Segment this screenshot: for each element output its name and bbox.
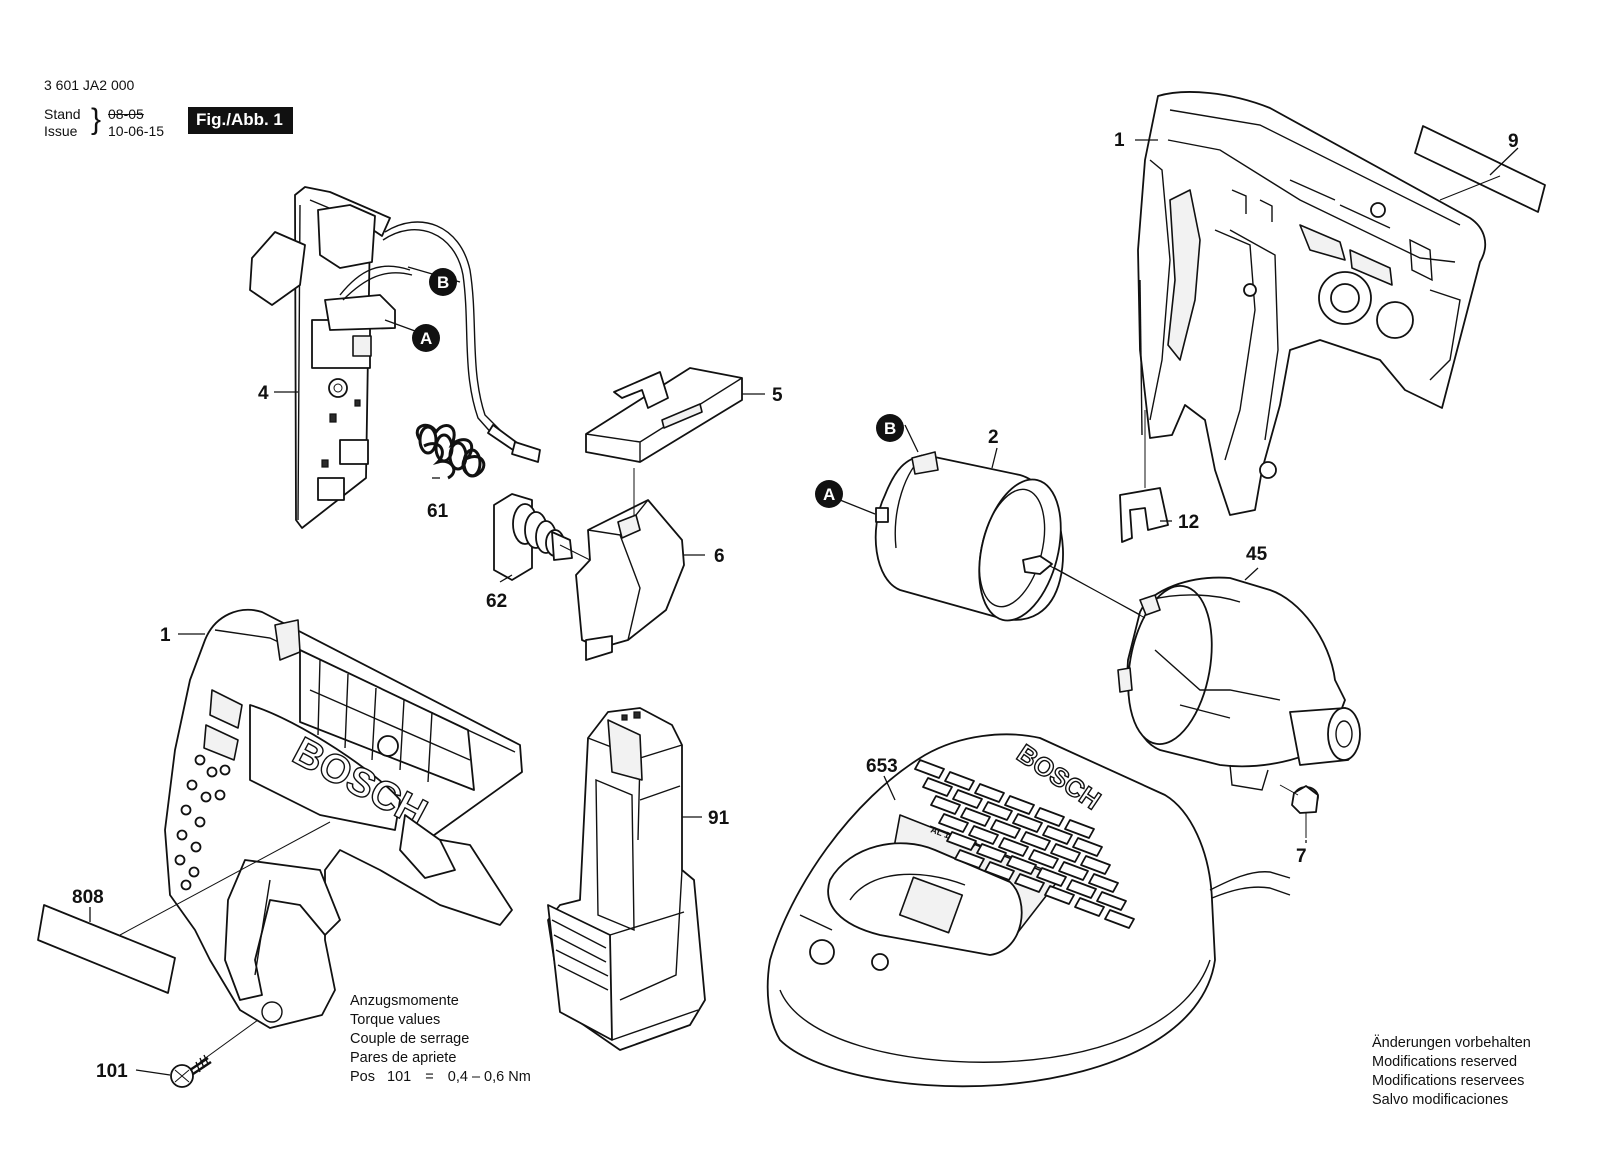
callout-91: 91 bbox=[708, 808, 730, 829]
callout-62: 62 bbox=[486, 591, 507, 612]
callout-1-top: 1 bbox=[1114, 130, 1125, 151]
housing-vent-holes bbox=[174, 754, 231, 891]
pos-label: Pos bbox=[350, 1069, 375, 1085]
callout-653: 653 bbox=[866, 756, 898, 777]
modifications-note: Änderungen vorbehalten Modifications res… bbox=[1372, 1034, 1531, 1110]
housing-half-top-right bbox=[1137, 91, 1487, 516]
mod-line-en: Modifications reserved bbox=[1372, 1054, 1518, 1070]
issue-date: 10-06-15 bbox=[108, 123, 165, 139]
button-7-part bbox=[1279, 784, 1319, 838]
callout-4: 4 bbox=[258, 383, 269, 404]
marker-b-motor: B bbox=[876, 414, 904, 442]
callout-101: 101 bbox=[96, 1061, 128, 1082]
charger-part: BOSCH AL 1115 CV bbox=[766, 733, 1291, 1088]
issue-label: Issue bbox=[44, 123, 78, 139]
stand-date: 08-05 bbox=[108, 106, 144, 122]
pos-equals: = bbox=[425, 1069, 434, 1085]
charger-vent-grid bbox=[914, 759, 1135, 929]
doc-number: 3 601 JA2 000 bbox=[44, 77, 135, 93]
mod-line-de: Änderungen vorbehalten bbox=[1372, 1035, 1531, 1051]
stand-label: Stand bbox=[44, 106, 81, 122]
cover-5-part bbox=[585, 367, 743, 463]
mod-line-fr: Modifications reservees bbox=[1372, 1073, 1525, 1089]
callout-7: 7 bbox=[1296, 846, 1307, 867]
svg-text:B: B bbox=[884, 419, 896, 438]
callout-5: 5 bbox=[772, 385, 783, 406]
callout-45: 45 bbox=[1246, 544, 1268, 565]
svg-text:A: A bbox=[420, 329, 432, 348]
gear-head-part bbox=[1117, 576, 1361, 791]
torque-line-en: Torque values bbox=[350, 1012, 441, 1028]
marker-a-upper: A bbox=[412, 324, 440, 352]
callout-12: 12 bbox=[1178, 512, 1199, 533]
label-808-part bbox=[37, 904, 176, 994]
switch-board-part bbox=[249, 186, 541, 529]
bellows-part bbox=[493, 493, 573, 581]
svg-text:B: B bbox=[437, 273, 449, 292]
torque-range: 0,4 – 0,6 Nm bbox=[447, 1069, 531, 1085]
label-9-part bbox=[1414, 125, 1546, 213]
torque-note: Anzugsmomente Torque values Couple de se… bbox=[350, 992, 531, 1087]
battery-part bbox=[547, 707, 706, 1051]
torque-line-es: Pares de apriete bbox=[350, 1050, 457, 1066]
mod-line-es: Salvo modificaciones bbox=[1372, 1092, 1509, 1108]
marker-b-upper: B bbox=[429, 268, 457, 296]
figure-label: Fig./Abb. 1 bbox=[188, 107, 293, 134]
motor-part bbox=[874, 451, 1151, 622]
callout-2: 2 bbox=[988, 427, 999, 448]
torque-spec: Pos 101 = 0,4 – 0,6 Nm bbox=[350, 1068, 531, 1087]
callout-6: 6 bbox=[714, 546, 725, 567]
torque-line-fr: Couple de serrage bbox=[350, 1031, 470, 1047]
brace: } bbox=[91, 103, 102, 136]
pos-number: 101 bbox=[387, 1069, 412, 1085]
clip-12-part bbox=[1119, 487, 1169, 543]
housing-half-bottom-left: BOSCH bbox=[164, 608, 523, 1029]
torque-line-de: Anzugsmomente bbox=[350, 993, 459, 1009]
callout-9: 9 bbox=[1508, 131, 1519, 152]
screw-part bbox=[170, 1019, 259, 1088]
cover-6-part bbox=[575, 499, 685, 661]
spring-part bbox=[415, 423, 486, 480]
svg-text:A: A bbox=[823, 485, 835, 504]
callout-808: 808 bbox=[72, 887, 104, 908]
callout-61: 61 bbox=[427, 501, 449, 522]
marker-a-motor: A bbox=[815, 480, 843, 508]
callout-1-left: 1 bbox=[160, 625, 171, 646]
